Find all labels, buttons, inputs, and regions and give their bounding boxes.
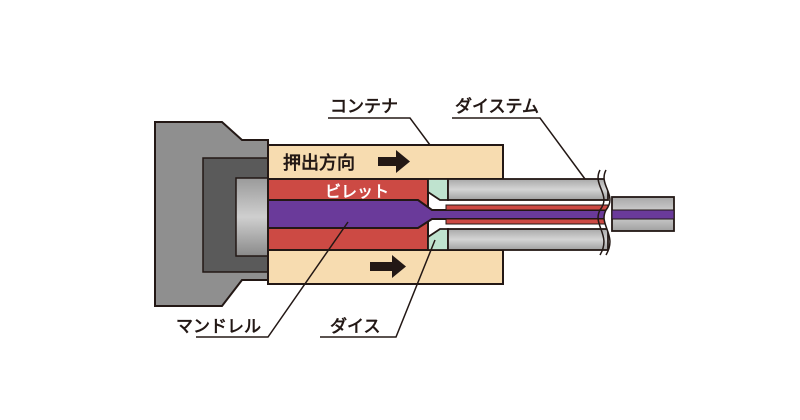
container-leader: [328, 117, 431, 146]
die-top: [427, 178, 449, 201]
extruded-tube-top: [445, 204, 609, 211]
die-stem-bottom: [447, 228, 609, 251]
extruded-tube-bottom: [445, 218, 609, 225]
billet-label: ビレット: [325, 182, 389, 201]
die-stem-leader: [452, 117, 586, 180]
die-stem-label: ダイステム: [455, 96, 539, 117]
direction-label: 押出方向: [283, 152, 355, 174]
mandrel-leader: [196, 221, 349, 338]
arrow-right-icon: [378, 150, 410, 173]
arrow-right-icon: [370, 255, 406, 278]
mandrel-label: マンドレル: [176, 317, 261, 337]
die-bottom: [427, 228, 449, 251]
ram-pad: [235, 177, 269, 257]
break-mark: [597, 169, 605, 256]
container-label: コンテナ: [330, 97, 398, 117]
die-leader: [320, 239, 436, 338]
die-label: ダイス: [330, 316, 381, 337]
die-stem-top: [447, 178, 609, 201]
